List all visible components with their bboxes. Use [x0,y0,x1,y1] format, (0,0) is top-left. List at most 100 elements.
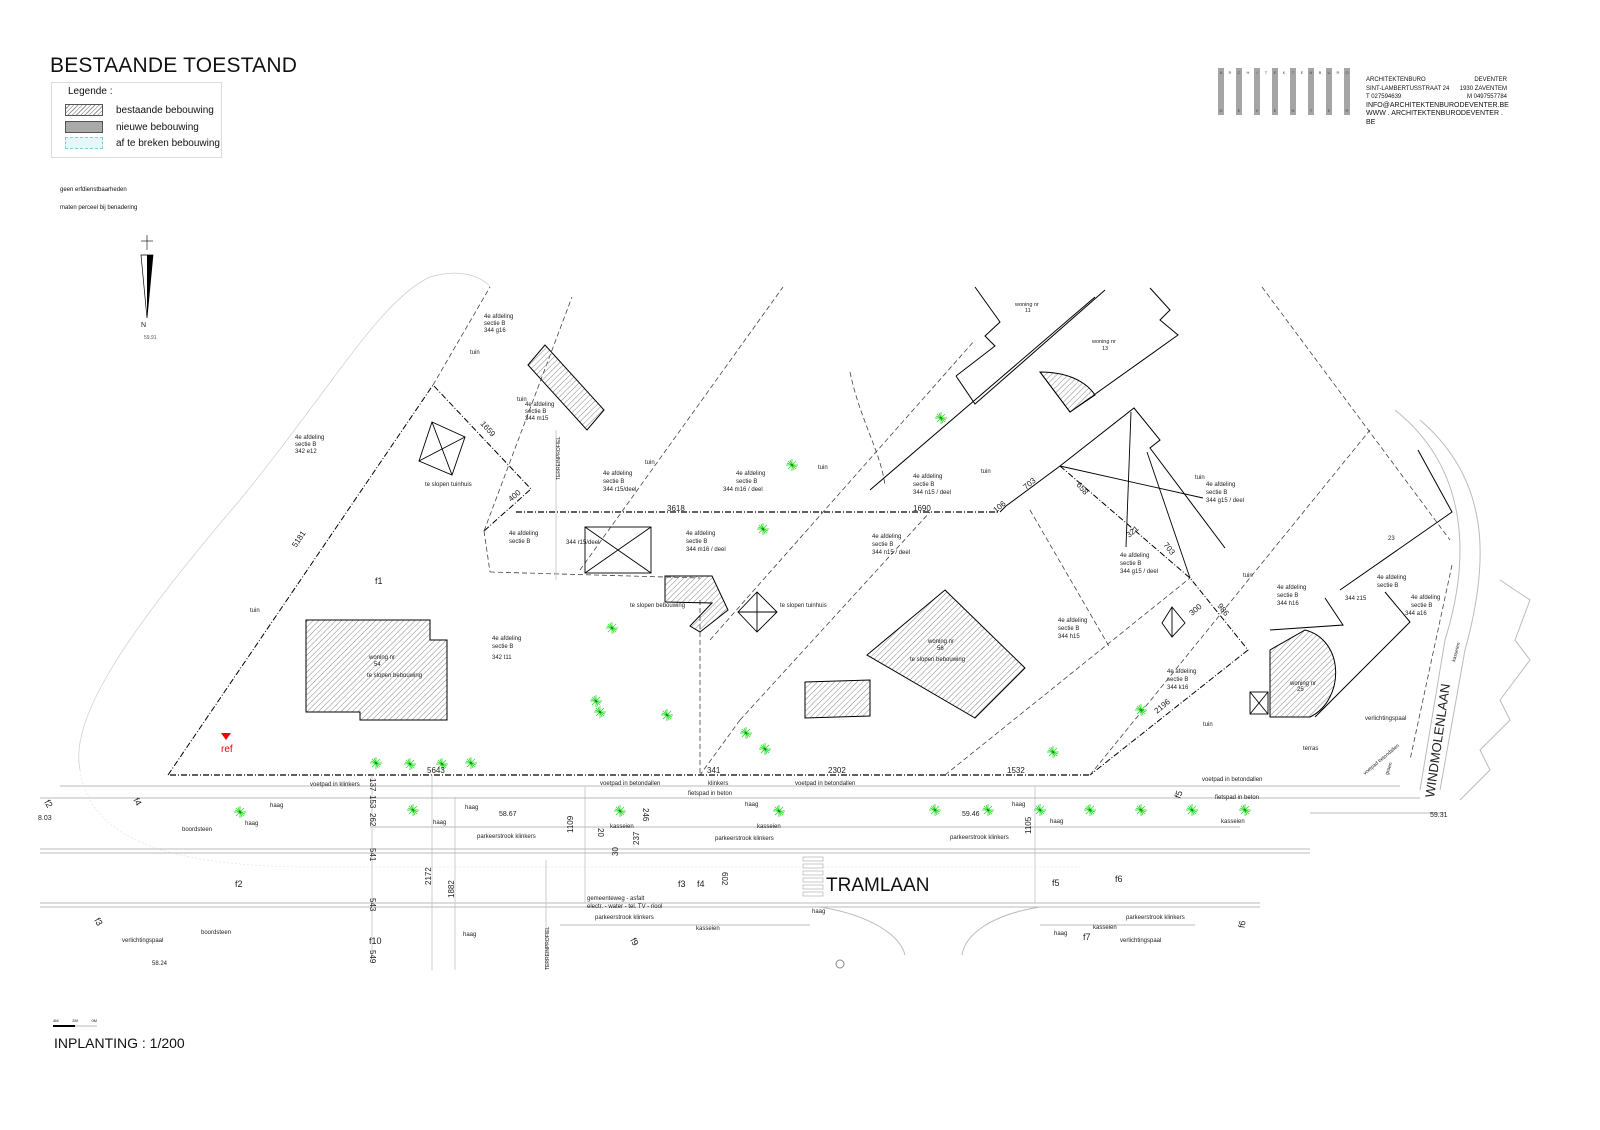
logo-column: B [1317,68,1323,115]
dimension: 2172 [424,867,433,885]
north-arrow-icon [140,235,154,319]
surface-label: voetpad in klinkers [310,782,360,788]
office-email: INFO@ARCHITEKTENBURODEVENTER.BE [1366,101,1509,109]
logo-letter: R [1228,70,1232,75]
parcel-label: 344 m15 [525,416,549,422]
building-label: 11 [1025,308,1031,314]
building-label: te slopen bebouwing [630,603,685,609]
parcel-label: sectie B [484,321,505,327]
dimension: 400 [507,488,523,504]
logo-letter: A [1219,70,1223,75]
photo-marker: f4 [697,879,705,889]
tree-icon [928,803,942,817]
logo-column: R [1227,68,1233,115]
logo-letter: V [1255,108,1259,113]
tuinhuis-4 [1161,606,1186,638]
parcel-label: sectie B [492,644,513,650]
parcel-label: 4e afdeling [1206,482,1235,488]
legend-title: Legende : [68,86,113,97]
dimension: 341 [707,766,721,775]
logo-letter: E [1273,108,1277,113]
parcel-label: 4e afdeling [1411,595,1440,601]
photo-marker: f4 [131,796,143,808]
scale-tick: 2M [72,1018,78,1023]
parcel-label: sectie B [525,409,546,415]
logo-letter: B [1318,70,1322,75]
dimension: 1690 [913,504,931,513]
legend-item-new: nieuwe bebouwing [65,121,199,133]
logo-column: E [1299,68,1305,115]
parcel-label: sectie B [1058,626,1079,632]
dimension: 5643 [427,766,445,775]
surface-label: haag [465,805,478,811]
tree-icon [403,757,417,771]
tree-icon [660,708,674,722]
logo-letter: T [1309,108,1313,113]
photo-marker: f2 [235,879,243,889]
building-woning-56 [866,589,1026,719]
surface-label: parkeerstrook klinkers [477,834,536,840]
parcel-label: 344 a16 [1405,611,1427,617]
dimension: 20 [596,828,605,837]
tree-icon [981,803,995,817]
legend-item-demolish: af te breken bebouwing [65,137,220,149]
legend-label: af te breken bebouwing [116,137,220,149]
logo-column: H [1245,68,1251,115]
dimension: 1109 [566,815,575,833]
tree-icon [739,726,753,740]
photo-markers: f1 f2 f4 f5 f2 f3 f4 f5 f6 f3 f9 f10 f7 … [42,576,1247,948]
office-street: SINT-LAMBERTUSSTRAAT 24 [1366,85,1450,92]
elevation: 59.91 [144,335,157,341]
photo-marker: f3 [92,916,104,928]
scale-tick: 4M [53,1018,59,1023]
parcel-label: 344 g16 [484,328,506,334]
surface-label: voetpad betondallen [1362,743,1401,777]
tuinhuis-3 [737,591,778,633]
parcel-label: sectie B [1120,561,1141,567]
grey-swatch [65,121,103,133]
logo-letter: T [1291,70,1295,75]
parcel-label: 344 r15/deel [566,540,599,546]
logo-letter: N [1291,108,1295,113]
elevations: 8.03 58.67 59.46 59.31 58.24 [38,811,1448,967]
tree-icon [1134,803,1148,817]
surface-label: haag [1012,802,1025,808]
parcel-label: 4e afdeling [509,531,538,537]
parcel-label: 344 h15 [1058,634,1080,640]
elevation: 8.03 [38,815,52,822]
surface-label: groen [1384,761,1394,775]
parcel-label: 344 n15 / deel [913,490,951,496]
parcel-label: 4e afdeling [484,314,513,320]
logo-letter: N [1309,70,1313,75]
elevation: 59.46 [962,811,980,818]
logo-letter: E [1273,70,1277,75]
office-phone: T 027594639 [1366,94,1402,100]
parcel-label: 4e afdeling [686,531,715,537]
dimension: 262 [368,813,377,827]
photo-marker: f1 [375,576,383,586]
dimension: 300 [1188,602,1204,618]
surface-label: fietspad in beton [688,791,732,797]
surface-label: electr. - water - tel. TV - riool [587,904,662,910]
parcel-label: 4e afdeling [525,402,554,408]
crossed-roof [1059,411,1204,579]
dimension: 246 [641,808,650,822]
legend-label: bestaande bebouwing [116,104,214,116]
surface-label: boordsteen [182,827,212,833]
building-woning-25 [1269,629,1337,718]
surface-label: fietspad in beton [1215,795,1259,801]
surface-label: boordsteen [201,930,231,936]
building-label: woning nr [368,655,395,661]
surface-label: verlichtingspaal [122,938,163,944]
surface-label: parkeerstrook klinkers [1126,915,1185,921]
parcel-label: 344 k16 [1167,685,1189,691]
parcel-label: sectie B [509,539,530,545]
surface-label: kasseien [1451,642,1462,663]
area-label: tuin [1203,722,1213,728]
logo-letter: T [1264,70,1268,75]
